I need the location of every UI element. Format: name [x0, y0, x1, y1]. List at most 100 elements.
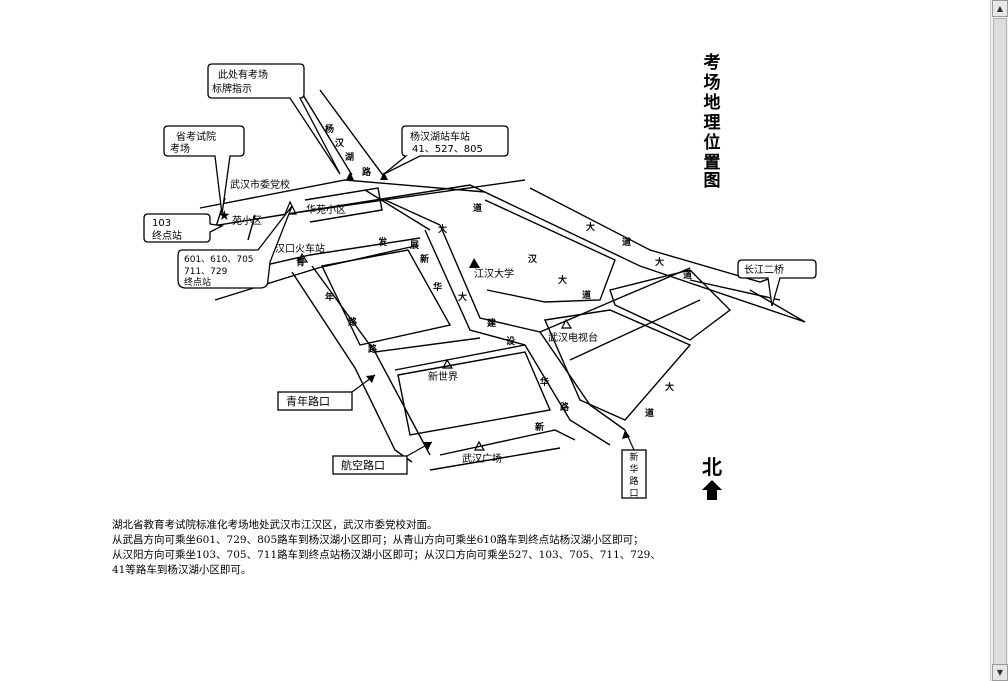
- road-edge: [304, 187, 383, 223]
- road-char: 大: [586, 221, 595, 233]
- road-edge: [319, 89, 386, 179]
- road-edge: [214, 245, 416, 301]
- road-edge: [609, 269, 732, 341]
- callout-text: 标牌指示: [212, 82, 252, 95]
- road-network: [149, 89, 806, 471]
- description-line: 41等路车到杨汉湖小区即可。: [112, 564, 252, 576]
- scroll-down-button[interactable]: ▼: [992, 664, 1008, 681]
- road-edge: [689, 279, 781, 301]
- triangle-icon: [561, 318, 573, 329]
- box-label: 航空路口: [341, 458, 385, 472]
- road-char: 设: [506, 335, 516, 347]
- road-edge: [569, 299, 701, 361]
- road-char: 道: [582, 289, 591, 301]
- title-char: 考: [703, 52, 721, 73]
- road-edge: [384, 199, 441, 226]
- description-line: 湖北省教育考试院标准化考场地处武汉市江汉区，武汉市委党校对面。: [112, 519, 438, 531]
- road-char: 大: [655, 256, 664, 268]
- road-char: 新: [535, 421, 544, 433]
- road-char: 路: [368, 343, 378, 355]
- callout-text: 长江二桥: [744, 264, 784, 276]
- description: 湖北省教育考试院标准化考场地处武汉市江汉区，武汉市委党校对面。 从武昌方向可乘坐…: [112, 518, 752, 578]
- road-edge: [374, 337, 481, 353]
- road-edge: [364, 189, 431, 231]
- triangle-icon: [297, 252, 309, 263]
- box-label: 青年路口: [286, 394, 330, 408]
- place-label: 武汉电视台: [548, 331, 598, 344]
- title-char: 置: [704, 153, 721, 173]
- callout-stop601: 601、610、705 711、729 终点站: [177, 205, 293, 289]
- place-label: 新世界: [428, 370, 458, 383]
- road-edge: [543, 309, 692, 421]
- road-edge: [199, 179, 486, 209]
- scrollbar-thumb[interactable]: [993, 18, 1007, 665]
- place-label: 苑小区: [232, 214, 262, 227]
- road-char: 道: [645, 407, 654, 419]
- road-char: 大: [558, 274, 567, 286]
- triangle-icon: [284, 200, 297, 215]
- triangle-icon: [469, 258, 480, 268]
- road-char: 道: [473, 202, 482, 214]
- place-label: 武汉广场: [462, 452, 502, 465]
- callout-text: 杨汉湖站车站: [410, 130, 470, 143]
- callout-text: 711、729: [184, 267, 228, 277]
- road-char: 大: [665, 381, 674, 393]
- place-label: 江汉大学: [474, 267, 514, 280]
- road-char: 道: [683, 269, 692, 281]
- callout-text: 考场: [170, 142, 190, 155]
- road-char: 路: [362, 166, 372, 178]
- road-char: 华: [540, 376, 549, 388]
- place-label: 汉口火车站: [275, 242, 325, 255]
- callout-text: 103: [152, 218, 171, 229]
- box-xinhua: 新 华 路 口: [621, 429, 647, 499]
- callout-text: 终点站: [152, 229, 182, 242]
- place-label: 华苑小区: [306, 203, 346, 216]
- callout-text: 省考试院: [176, 130, 216, 143]
- road-char: 湖: [345, 151, 354, 163]
- triangle-icon: [380, 172, 388, 180]
- title-char: 位: [704, 132, 721, 153]
- title-char: 地: [704, 92, 721, 113]
- description-line: 从汉阳方向可乘坐103、705、711路车到终点站杨汉湖小区即可；从汉口方向可乘…: [112, 549, 661, 561]
- road-char: 路: [348, 316, 358, 328]
- triangle-icon: [474, 440, 486, 451]
- road-edge: [299, 89, 353, 176]
- road-char: 年: [325, 291, 334, 303]
- callout-stop103: 103 终点站: [143, 213, 225, 243]
- callout-bridge: 长江二桥: [737, 259, 817, 307]
- title-char: 图: [704, 171, 721, 191]
- title-char: 场: [704, 73, 721, 93]
- box-qingnian: 青年路口: [277, 374, 376, 411]
- road-char: 大: [438, 223, 447, 235]
- road-edge: [397, 351, 551, 436]
- callout-text: 终点站: [184, 276, 211, 288]
- place-labels: 武汉市委党校 华苑小区 苑小区 汉口火车站 江汉大学 武汉电视台 新世界 武汉广…: [230, 178, 598, 465]
- triangle-icon: [442, 358, 454, 369]
- triangle-icon: [346, 172, 354, 180]
- scroll-up-button[interactable]: ▲: [992, 0, 1008, 17]
- road-edge: [299, 184, 806, 323]
- star-icon: ★: [218, 208, 231, 224]
- road-edge: [247, 214, 256, 241]
- road-edge: [439, 429, 576, 456]
- north-arrow: 北: [702, 455, 722, 500]
- road-edge: [749, 289, 806, 323]
- road-char: 大: [458, 291, 467, 303]
- road-edge: [394, 344, 526, 371]
- road-labels: 杨 汉 湖 路 发 展 大 道 青 年 路 路 新 华 大 建 设 大 道 大 …: [296, 123, 692, 433]
- box-hangkong: 航空路口: [332, 441, 433, 475]
- callout-text: 此处有考场: [218, 68, 268, 81]
- road-char: 华: [433, 281, 442, 293]
- road-char: 发: [377, 236, 388, 248]
- road-edge: [484, 199, 616, 303]
- arrow-up-icon: [702, 480, 722, 500]
- map-title: 考 场 地 理 位 置 图: [703, 52, 721, 191]
- landmark-markers: [284, 200, 573, 451]
- road-char: 路: [560, 401, 570, 413]
- callout-yanghan: 杨汉湖站车站 41、527、805: [383, 125, 509, 175]
- callout-exam-board: 省考试院 考场: [163, 125, 245, 215]
- road-char: 汉: [335, 137, 345, 149]
- road-edge: [429, 447, 561, 471]
- road-edge: [320, 249, 452, 346]
- vertical-scrollbar[interactable]: ▲ ▼: [990, 0, 1008, 681]
